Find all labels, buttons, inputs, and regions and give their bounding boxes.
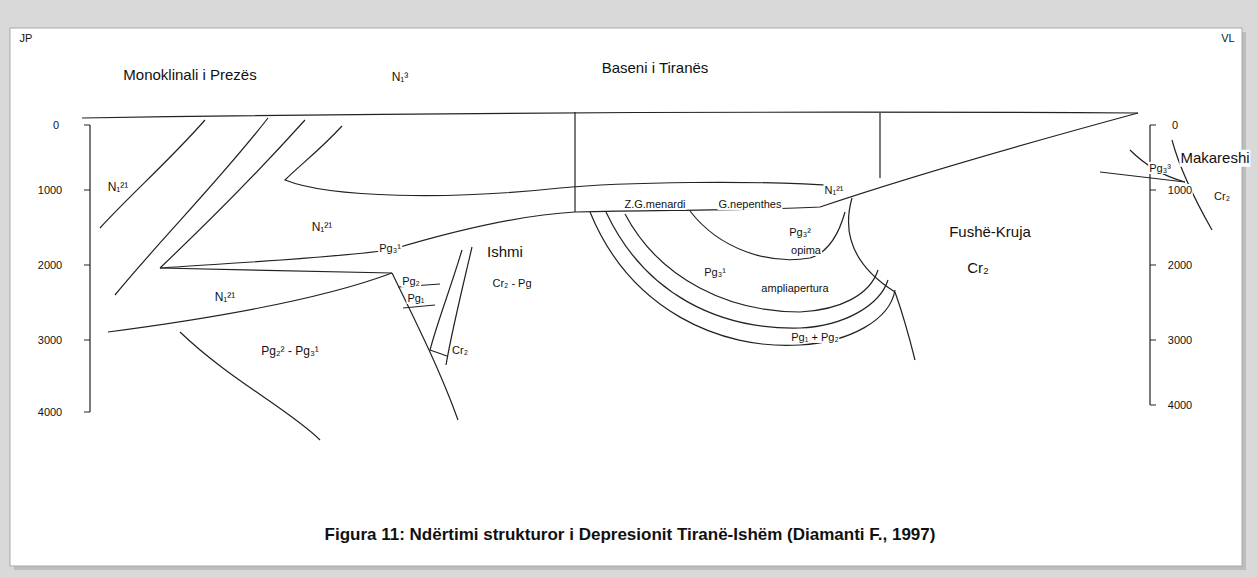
map-label: Pg₁: [406, 292, 425, 304]
map-label: Makareshi: [1179, 150, 1250, 167]
map-label: 2000: [37, 259, 63, 271]
map-label: G.nepenthes: [718, 198, 783, 210]
map-label: N₁²¹: [824, 184, 845, 196]
map-label: Cr₂: [966, 260, 990, 277]
map-label: Pg₁ + Pg₂: [790, 331, 839, 343]
map-label: 3000: [37, 334, 63, 346]
map-label: Pg₃²: [788, 226, 812, 238]
map-label: 1000: [37, 184, 63, 196]
map-label: N₁²¹: [107, 181, 130, 194]
map-label: ampliapertura: [760, 282, 829, 294]
map-label: Cr₂ - Pg: [491, 277, 532, 289]
map-label: Z.G.menardi: [623, 198, 686, 210]
map-label: Monoklinali i Prezës: [122, 67, 257, 84]
map-label: 4000: [37, 406, 63, 418]
map-label: N₁²¹: [214, 291, 237, 304]
map-label: 2000: [1167, 259, 1193, 271]
map-label: Cr₂: [1213, 190, 1231, 202]
map-label: 0: [1171, 119, 1179, 131]
panel: [10, 28, 1242, 566]
map-label: Pg₃¹: [378, 242, 402, 254]
map-label: 3000: [1167, 334, 1193, 346]
map-label: Fushë-Kruja: [948, 224, 1032, 241]
map-label: Cr₂: [451, 344, 469, 356]
map-label: N₁³: [391, 71, 410, 84]
map-label: 0: [52, 119, 60, 131]
map-label: N₁²¹: [311, 221, 334, 234]
geology-lines: [82, 112, 1212, 440]
map-label: opima: [790, 244, 822, 256]
map-label: VL: [1220, 32, 1235, 44]
map-label: 1000: [1167, 184, 1193, 196]
map-label: Baseni i Tiranës: [601, 60, 710, 77]
map-label: Pg₃³: [1148, 162, 1172, 174]
map-label: Ishmi: [486, 244, 524, 261]
map-label: Pg₃¹: [703, 266, 727, 278]
map-label: Pg₂² - Pg₃¹: [260, 345, 320, 358]
map-label: 4000: [1167, 399, 1193, 411]
figure-caption: Figura 11: Ndërtimi strukturor i Depresi…: [325, 525, 936, 545]
map-label: Pg₂: [401, 275, 421, 287]
map-label: JP: [19, 32, 34, 44]
